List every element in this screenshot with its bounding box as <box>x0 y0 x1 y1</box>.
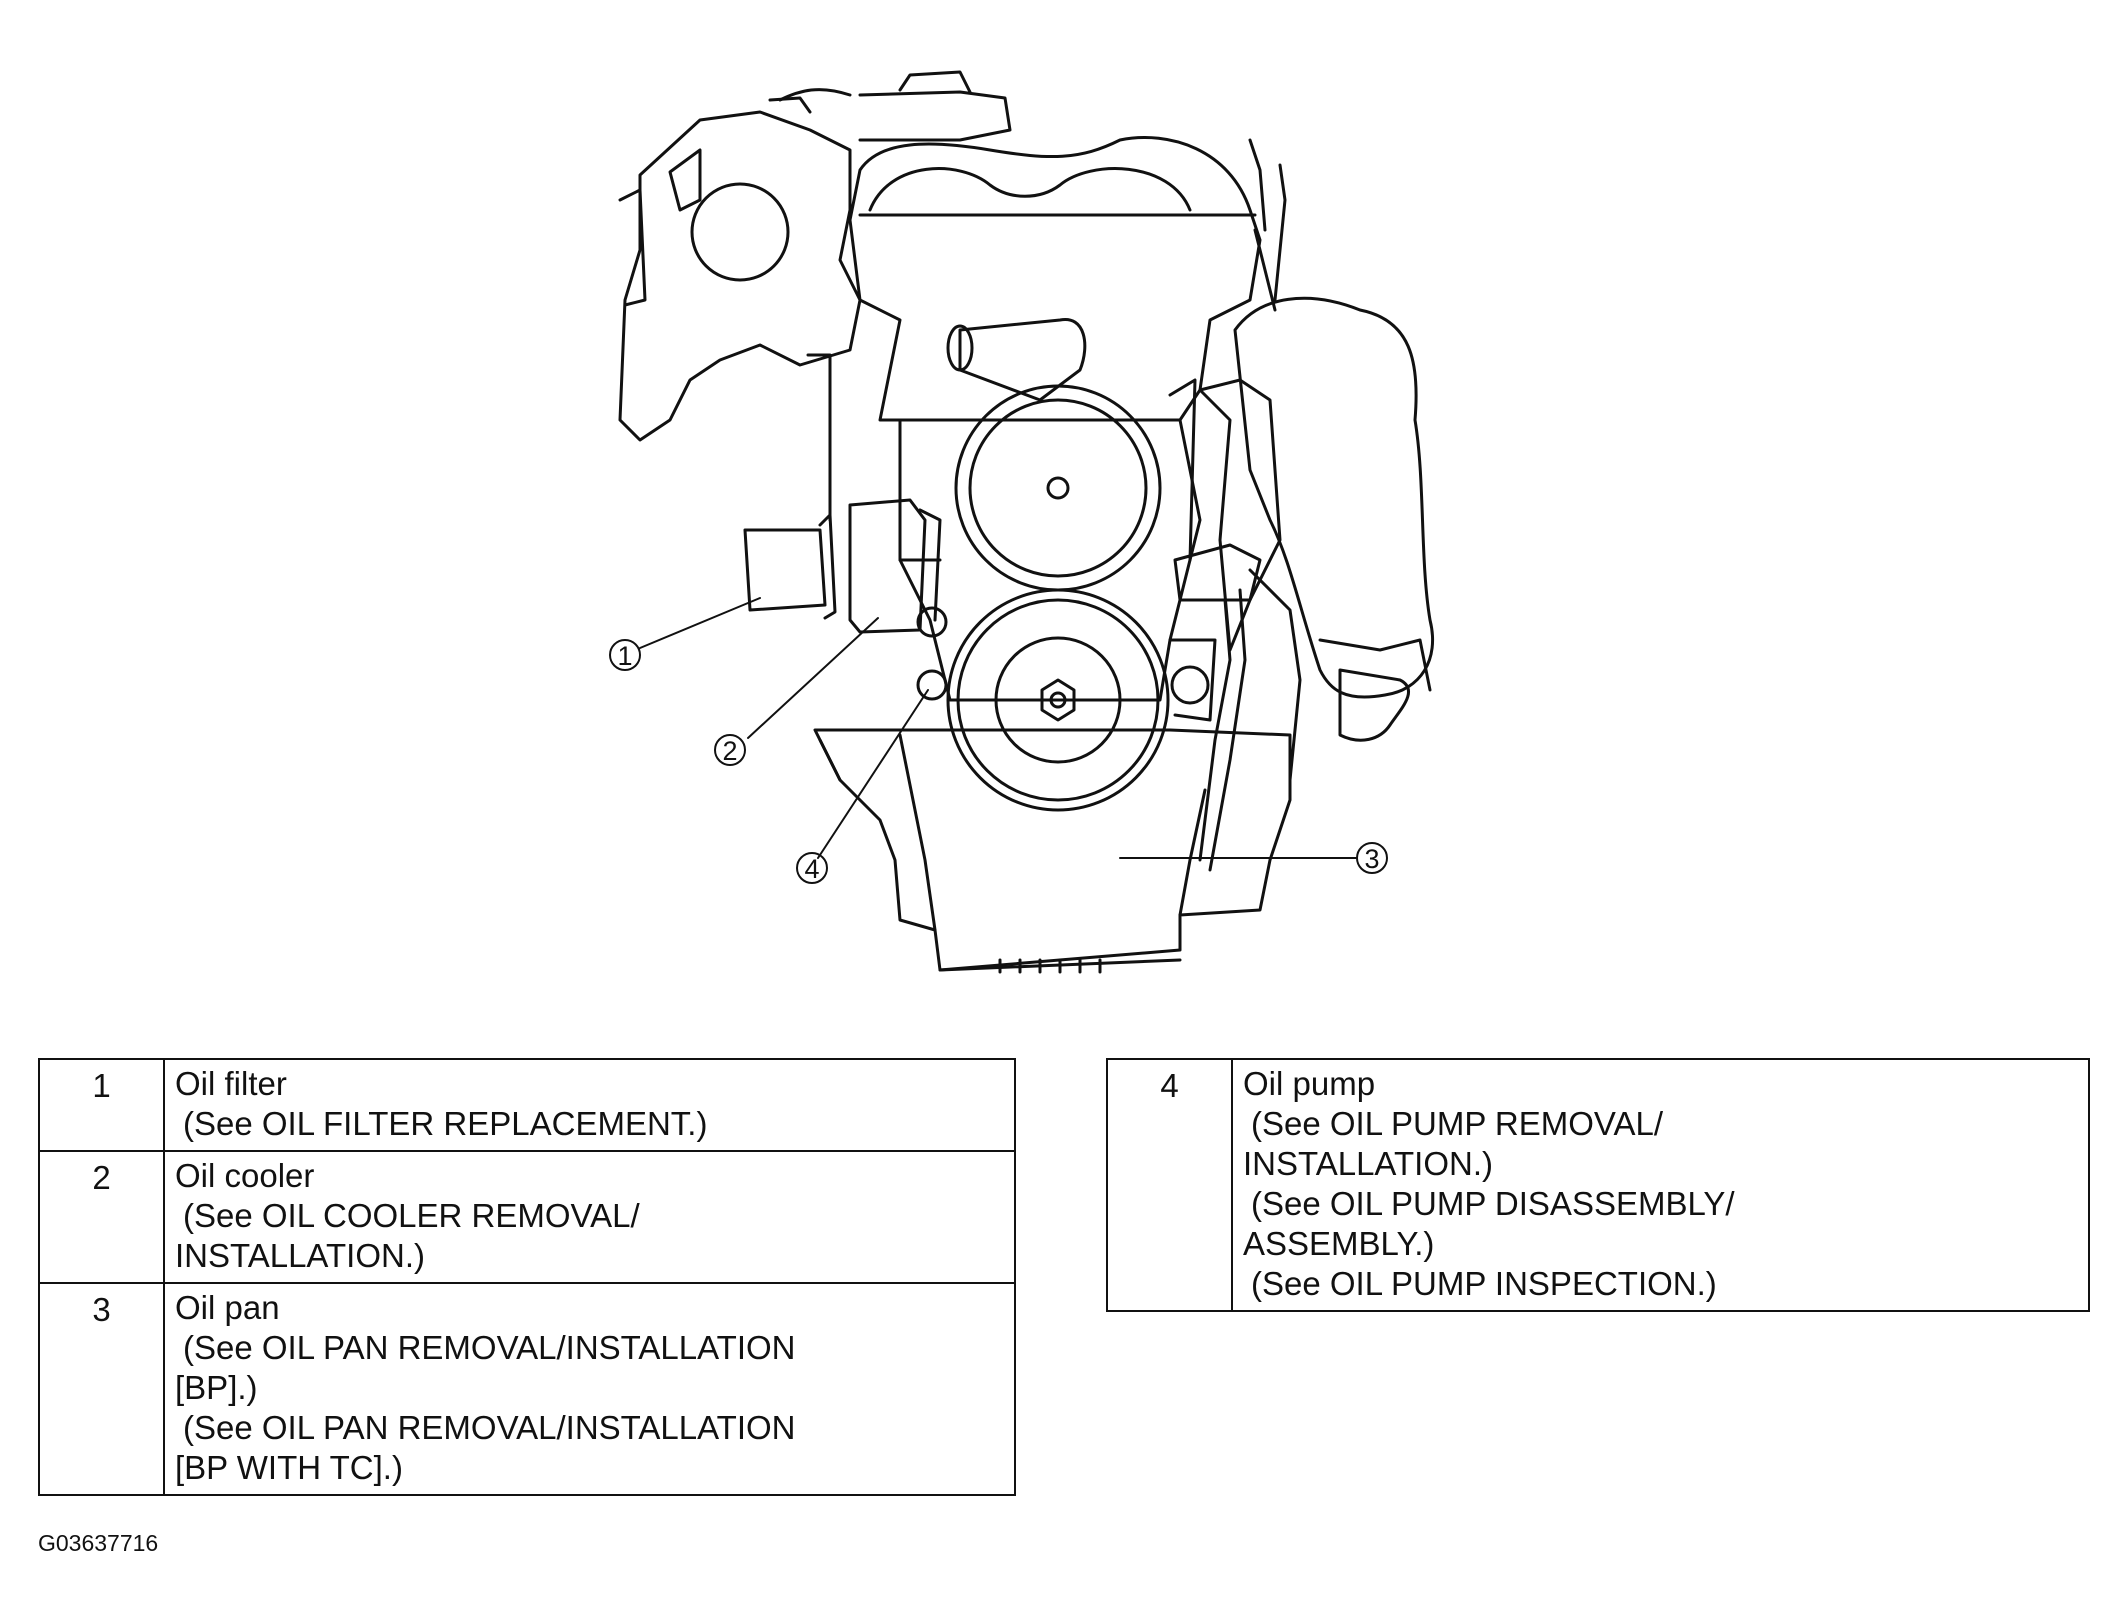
callout-1-circle <box>609 639 641 671</box>
legend-reference: (See OIL COOLER REMOVAL/ <box>183 1197 640 1234</box>
legend-number: 3 <box>38 1282 165 1496</box>
callout-4-circle <box>796 852 828 884</box>
legend-reference: ASSEMBLY.) <box>1243 1225 1435 1262</box>
legend-row: 4 Oil pump (See OIL PUMP REMOVAL/ INSTAL… <box>1106 1058 2090 1312</box>
right-hose-manifold <box>1233 296 1435 742</box>
legend-description: Oil pan (See OIL PAN REMOVAL/INSTALLATIO… <box>163 1282 1016 1496</box>
legend-row: 1 Oil filter (See OIL FILTER REPLACEMENT… <box>38 1058 1016 1152</box>
legend-part-name: Oil pan <box>175 1289 280 1326</box>
accessory-bracket <box>1168 378 1302 872</box>
legend-row: 3 Oil pan (See OIL PAN REMOVAL/INSTALLAT… <box>38 1282 1016 1496</box>
legend-reference: INSTALLATION.) <box>1243 1145 1493 1182</box>
upper-pulley <box>954 384 1162 592</box>
legend-description: Oil cooler (See OIL COOLER REMOVAL/ INST… <box>163 1150 1016 1284</box>
legend-part-name: Oil cooler <box>175 1157 315 1194</box>
legend-row: 2 Oil cooler (See OIL COOLER REMOVAL/ IN… <box>38 1150 1016 1284</box>
legend-table-right: 4 Oil pump (See OIL PUMP REMOVAL/ INSTAL… <box>1106 1058 2090 1312</box>
callout-3-circle <box>1356 842 1388 874</box>
oil-pump-bosses <box>916 606 1217 722</box>
water-outlet-fitting <box>946 318 1087 402</box>
legend-reference: (See OIL PUMP REMOVAL/ <box>1251 1105 1664 1142</box>
legend-reference: (See OIL FILTER REPLACEMENT.) <box>183 1105 708 1142</box>
callout-1-label: 1 <box>617 641 632 671</box>
legend-reference: (See OIL PAN REMOVAL/INSTALLATION <box>183 1329 796 1366</box>
callout-2-label: 2 <box>722 736 737 766</box>
legend-number: 4 <box>1106 1058 1233 1312</box>
cylinder-head <box>848 136 1287 422</box>
legend-reference: [BP].) <box>175 1369 258 1406</box>
engine-oil-system-diagram: 1 2 3 4 <box>609 70 1435 974</box>
callout-3-label: 3 <box>1364 844 1379 874</box>
figure-code: G03637716 <box>38 1530 159 1556</box>
intake-throttle-assembly <box>618 70 1012 442</box>
legend-part-name: Oil filter <box>175 1065 287 1102</box>
leader-lines <box>639 597 1357 859</box>
oil-cooler <box>848 498 942 634</box>
legend-reference: INSTALLATION.) <box>175 1237 425 1274</box>
legend-reference: [BP WITH TC].) <box>175 1449 403 1486</box>
oil-pan <box>813 728 1292 974</box>
timing-cover <box>898 418 1202 702</box>
legend-description: Oil pump (See OIL PUMP REMOVAL/ INSTALLA… <box>1231 1058 2090 1312</box>
legend-description: Oil filter (See OIL FILTER REPLACEMENT.) <box>163 1058 1016 1152</box>
legend-number: 1 <box>38 1058 165 1152</box>
legend-number: 2 <box>38 1150 165 1284</box>
legend-reference: (See OIL PUMP INSPECTION.) <box>1251 1265 1717 1302</box>
legend-table-left: 1 Oil filter (See OIL FILTER REPLACEMENT… <box>38 1058 1016 1496</box>
oil-filter <box>743 353 837 620</box>
legend-part-name: Oil pump <box>1243 1065 1376 1102</box>
callout-4-label: 4 <box>804 854 819 884</box>
legend-reference: (See OIL PAN REMOVAL/INSTALLATION <box>183 1409 796 1446</box>
legend-reference: (See OIL PUMP DISASSEMBLY/ <box>1251 1185 1735 1222</box>
crankshaft-pulley <box>946 588 1170 812</box>
callout-2-circle <box>714 734 746 766</box>
